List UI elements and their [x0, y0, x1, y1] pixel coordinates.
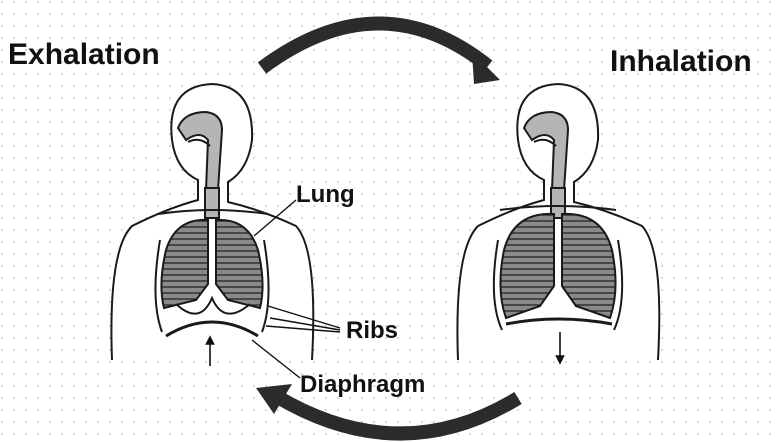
title-inhalation: Inhalation	[610, 45, 752, 78]
label-lung: Lung	[296, 181, 355, 208]
label-ribs: Ribs	[346, 317, 398, 344]
title-exhalation: Exhalation	[8, 38, 160, 71]
label-diaphragm: Diaphragm	[300, 371, 425, 398]
